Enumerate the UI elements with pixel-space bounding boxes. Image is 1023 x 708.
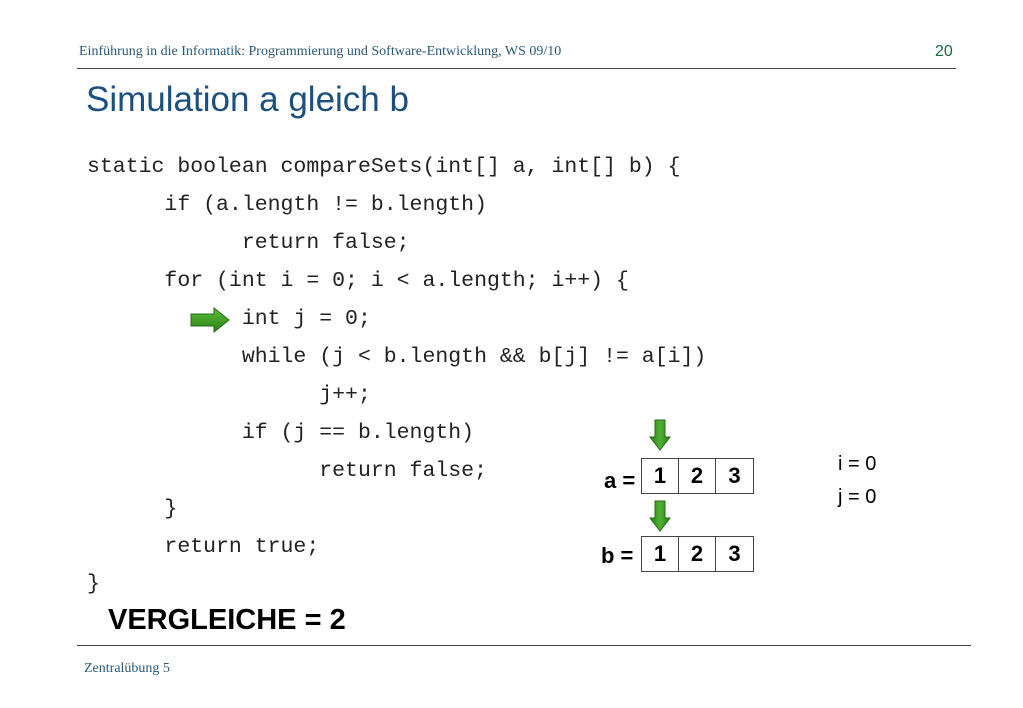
code-line: static boolean compareSets(int[] a, int[…: [87, 155, 681, 179]
comparison-counter: VERGLEICHE = 2: [108, 604, 346, 636]
code-line: j++;: [87, 383, 371, 407]
header-divider: [77, 68, 956, 69]
code-line: return true;: [87, 535, 320, 559]
code-line: return false;: [87, 231, 410, 255]
array-b-cell: 1: [642, 537, 679, 571]
footer-divider: [77, 645, 971, 646]
array-a-cell: 1: [642, 459, 679, 493]
variable-i: i = 0: [838, 453, 877, 475]
code-line: }: [87, 497, 178, 521]
green-right-arrow-icon: [190, 307, 230, 333]
array-a-label: a =: [604, 468, 636, 493]
code-line: while (j < b.length && b[j] != a[i]): [87, 345, 707, 369]
code-line: int j = 0;: [87, 307, 371, 331]
code-line: if (a.length != b.length): [87, 193, 487, 217]
array-b-label: b =: [601, 543, 634, 568]
footer-text: Zentralübung 5: [84, 661, 170, 676]
course-title: Einführung in die Informatik: Programmie…: [79, 44, 562, 59]
page-number: 20: [935, 43, 953, 60]
array-a: 1 2 3: [641, 458, 754, 494]
code-line: for (int i = 0; i < a.length; i++) {: [87, 269, 629, 293]
slide-title: Simulation a gleich b: [86, 80, 409, 119]
variable-j: j = 0: [838, 486, 877, 508]
code-line: }: [87, 572, 100, 596]
array-b-cell: 2: [679, 537, 716, 571]
array-b: 1 2 3: [641, 536, 754, 572]
green-down-arrow-icon: [649, 419, 671, 451]
code-line: if (j == b.length): [87, 421, 475, 445]
array-a-cell: 2: [679, 459, 716, 493]
code-line: return false;: [87, 459, 487, 483]
array-b-cell: 3: [728, 541, 741, 566]
array-a-cell: 3: [728, 463, 741, 488]
green-down-arrow-icon: [649, 500, 671, 532]
